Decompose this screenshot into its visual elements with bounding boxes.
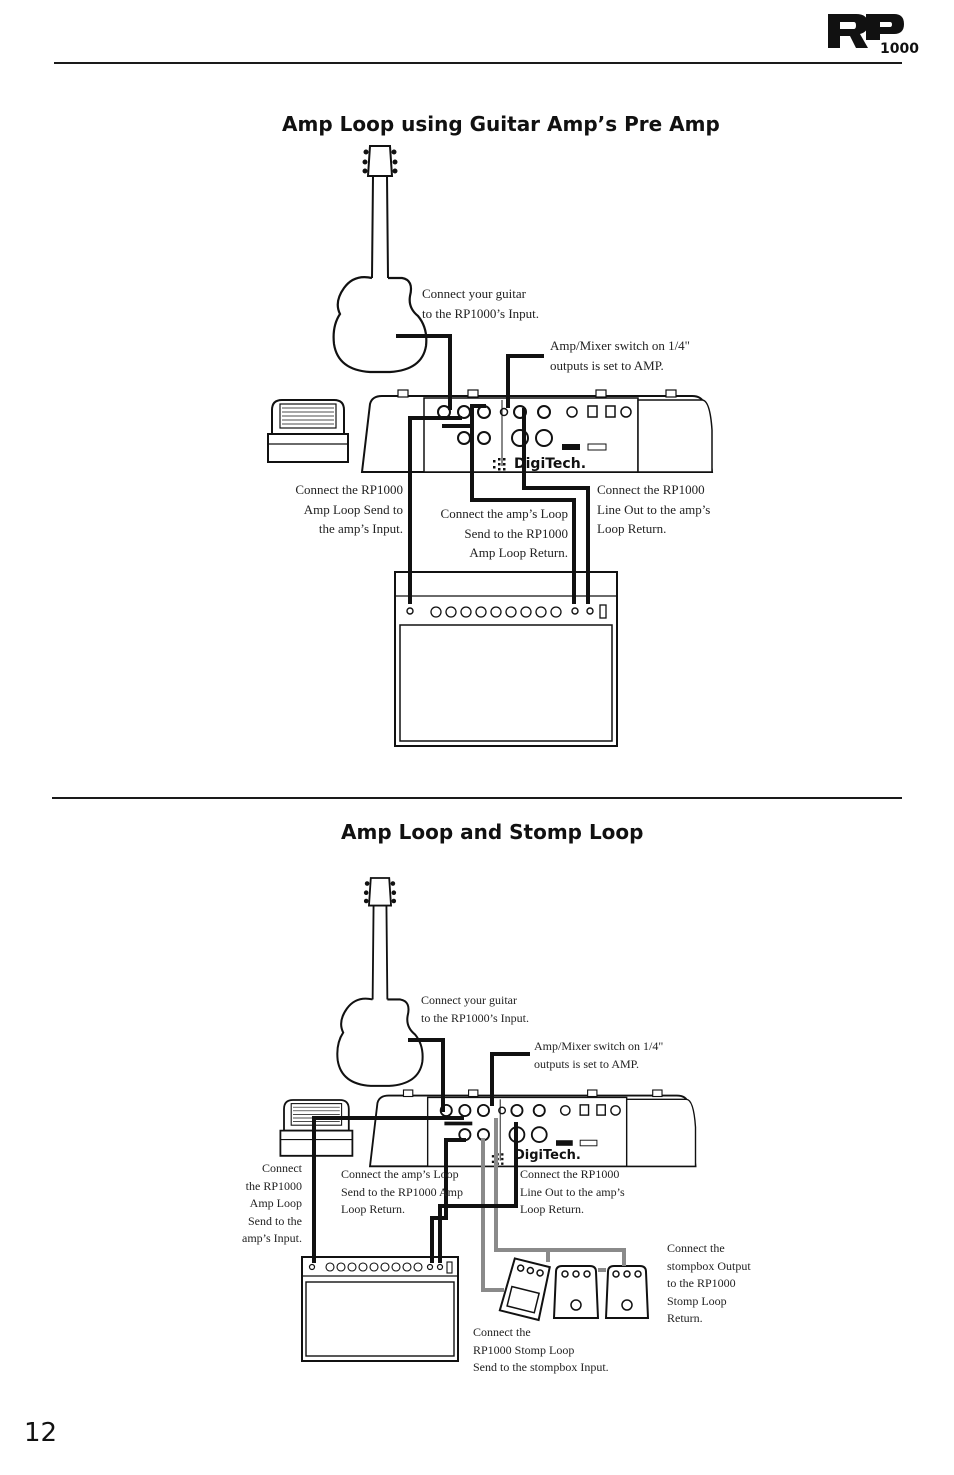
- stompbox-right: [604, 1265, 650, 1319]
- section1-brand: DigiTech.: [514, 456, 586, 472]
- rp1000-logo: 1000: [828, 14, 919, 57]
- section2-guitar: [336, 876, 424, 1087]
- stompbox-tilted: [498, 1257, 551, 1322]
- section2-brand: DigiTech.: [514, 1148, 581, 1163]
- section1-cables: [396, 334, 590, 604]
- s1-note-amp-mixer-switch: Amp/Mixer switch on 1/4" outputs is set …: [550, 338, 690, 373]
- s1-note-send-to-amp-input: Connect the RP1000 Amp Loop Send to the …: [295, 482, 403, 536]
- s2-note-line-out-to-return: Connect the RP1000 Line Out to the amp’s…: [520, 1167, 625, 1216]
- s2-note-amp-mixer-switch: Amp/Mixer switch on 1/4" outputs is set …: [534, 1039, 664, 1071]
- section2-cables: [312, 1038, 530, 1263]
- s1-note-amp-send-to-return: Connect the amp’s Loop Send to the RP100…: [440, 506, 568, 560]
- s2-note-stompbox-output: Connect the stompbox Output to the RP100…: [667, 1241, 751, 1325]
- section1-guitar: [332, 144, 428, 374]
- section1-amplifier: [394, 571, 618, 747]
- s2-note-amp-send-to-return: Connect the amp’s Loop Send to the RP100…: [341, 1167, 464, 1216]
- s2-note-guitar-input: Connect your guitar to the RP1000’s Inpu…: [421, 993, 530, 1025]
- s1-note-guitar-input: Connect your guitar to the RP1000’s Inpu…: [422, 286, 540, 321]
- section2-wah-pedal: [279, 1099, 354, 1157]
- s2-note-stomp-send: Connect the RP1000 Stomp Loop Send to th…: [473, 1325, 609, 1374]
- s2-note-send-to-amp-input: Connect the RP1000 Amp Loop Send to the …: [242, 1161, 302, 1245]
- top-rule: [54, 62, 902, 64]
- section1-title: Amp Loop using Guitar Amp’s Pre Amp: [282, 112, 720, 136]
- s1-note-line-out-to-return: Connect the RP1000 Line Out to the amp’s…: [597, 482, 711, 536]
- middle-rule: [52, 797, 902, 799]
- stompbox-middle: [552, 1265, 600, 1319]
- section2-amplifier: [301, 1256, 459, 1362]
- section2-stomp-cables: [481, 1118, 626, 1292]
- logo-sub-text: 1000: [880, 41, 919, 57]
- section1-wah-pedal: [267, 399, 349, 463]
- section2-title: Amp Loop and Stomp Loop: [341, 820, 644, 844]
- page-number: 12: [24, 1418, 58, 1448]
